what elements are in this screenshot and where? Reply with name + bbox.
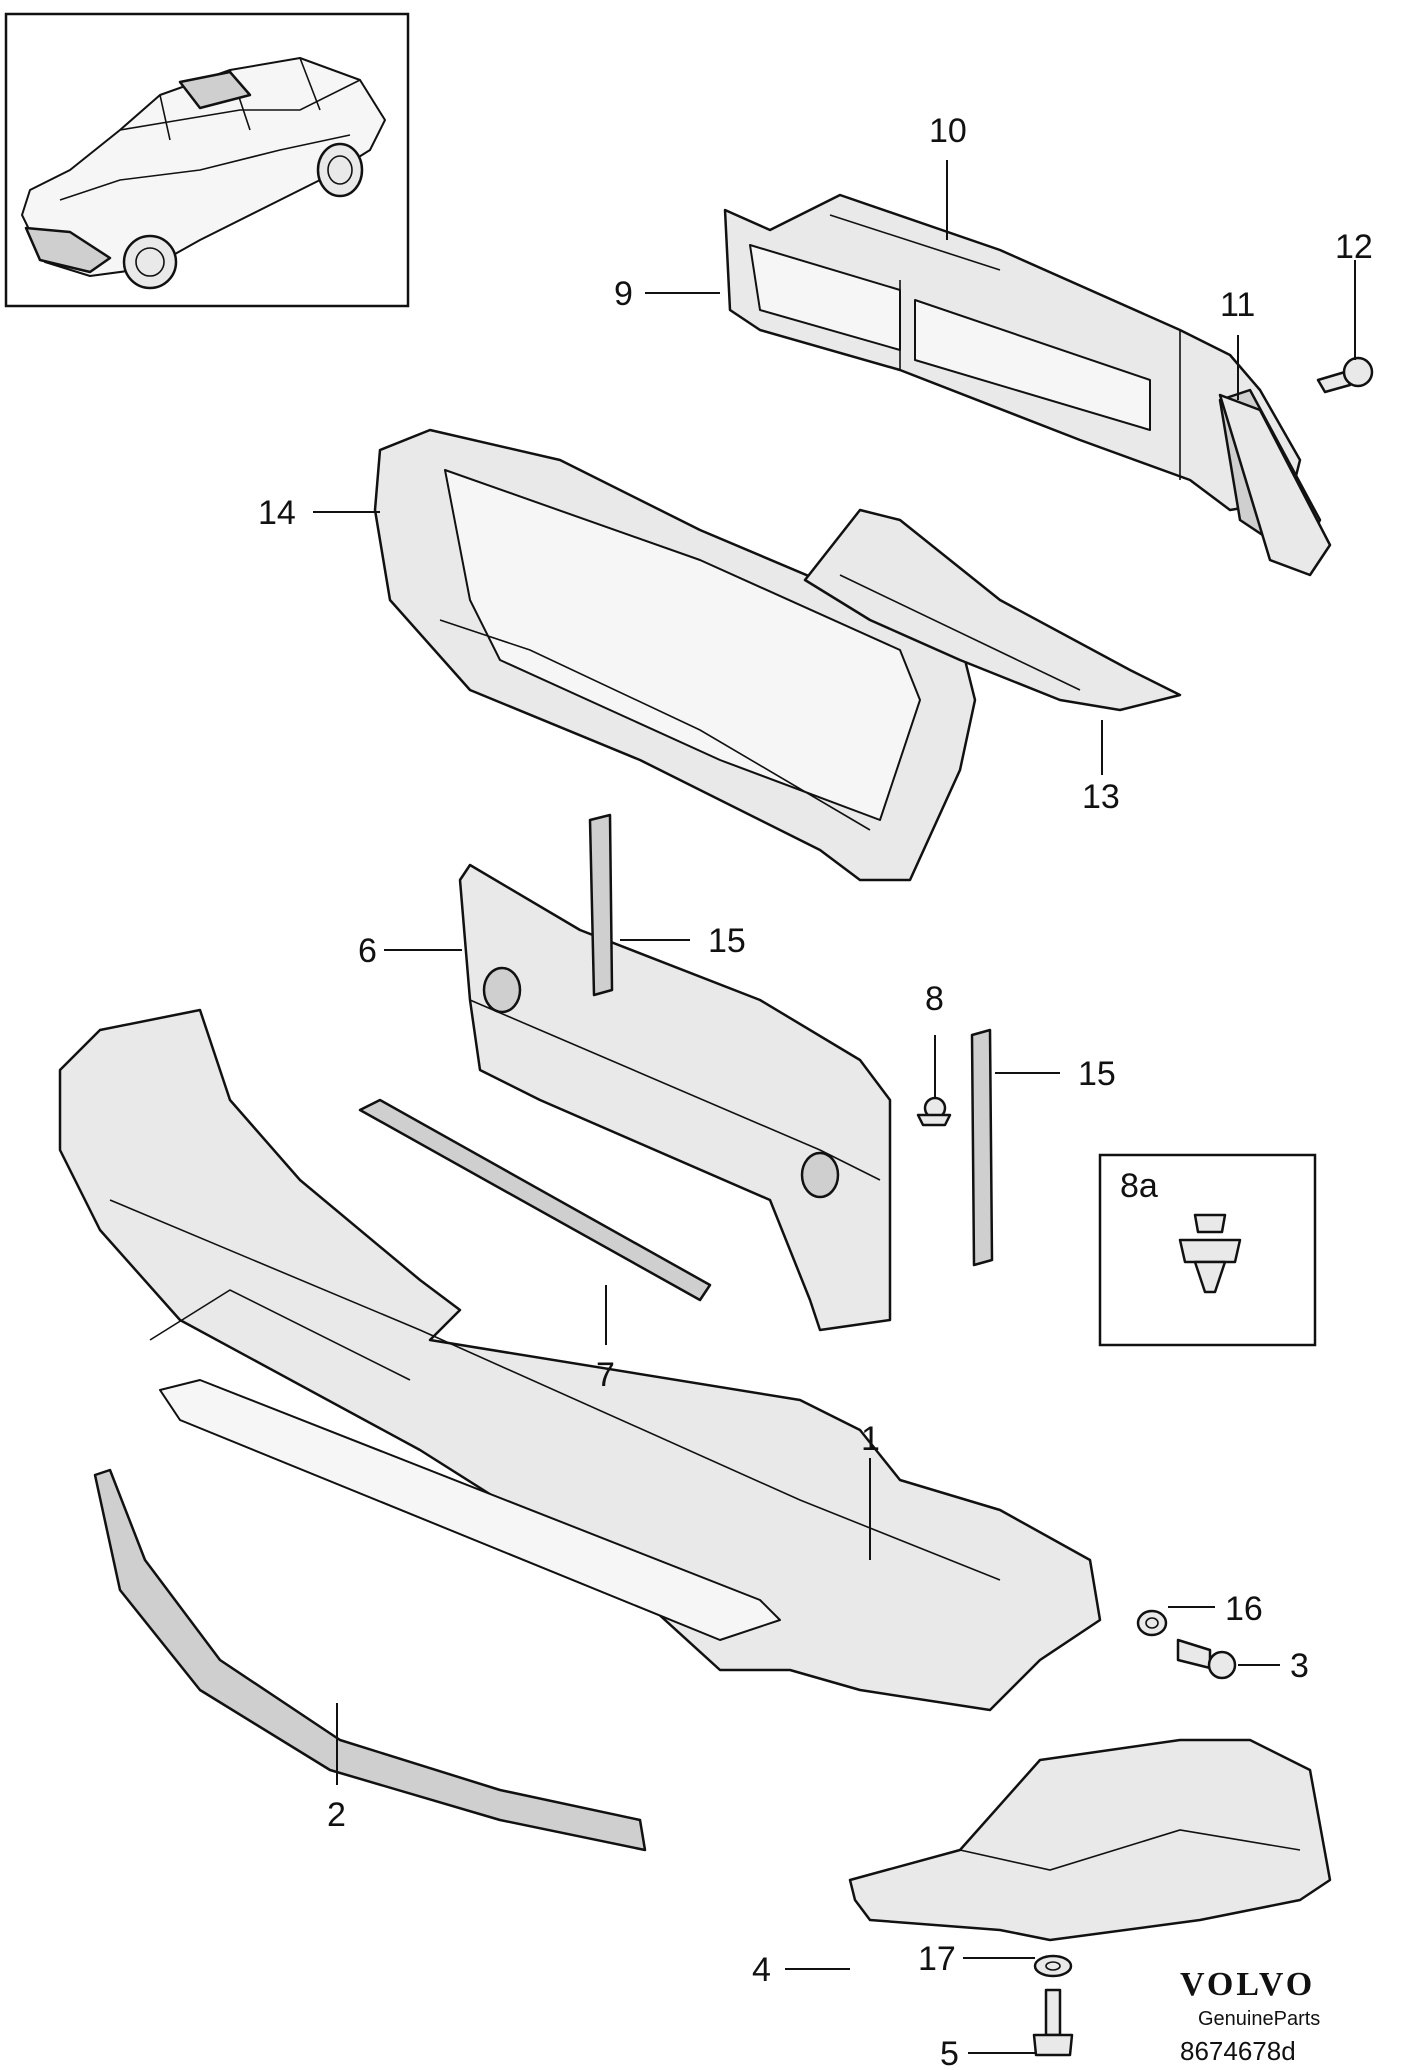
callout-16: 16 [1225, 1590, 1263, 1628]
branding: VOLVO GenuineParts 8674678d [1180, 1966, 1320, 2066]
callout-15a: 15 [708, 922, 746, 960]
callout-17: 17 [918, 1940, 956, 1978]
large-shroud [373, 428, 977, 882]
seal-strip-left [588, 813, 614, 997]
vehicle-thumbnail [4, 12, 410, 308]
center-panel [458, 863, 892, 1332]
washer-16 [1136, 1609, 1168, 1637]
callout-7: 7 [596, 1356, 615, 1394]
splash-shield [848, 1738, 1332, 1942]
screw-12 [1316, 356, 1374, 394]
callout-4: 4 [752, 1951, 771, 1989]
leader-lines [313, 160, 1356, 2054]
callout-11: 11 [1220, 286, 1255, 324]
callout-2: 2 [327, 1796, 346, 1834]
document-number: 8674678d [1180, 2036, 1296, 2066]
brand-logo-text: VOLVO [1180, 1966, 1315, 2003]
callout-13: 13 [1082, 778, 1120, 816]
callout-12: 12 [1335, 228, 1373, 266]
callout-8a: 8a [1120, 1167, 1158, 1205]
callout-6: 6 [358, 932, 377, 970]
callout-1: 1 [861, 1420, 880, 1458]
front-strip [93, 1468, 647, 1852]
callout-15b: 15 [1078, 1055, 1116, 1093]
washer-17 [1033, 1954, 1073, 1978]
bolt-3 [1176, 1638, 1237, 1680]
callout-labels: 9 10 11 12 14 13 6 15 8 15 8a 7 1 16 3 2… [258, 112, 1373, 2070]
lower-seal-bar [358, 1098, 712, 1302]
callout-3: 3 [1290, 1647, 1309, 1685]
lower-air-guide [58, 1008, 1102, 1712]
callout-8: 8 [925, 980, 944, 1018]
lower-deflector [803, 508, 1182, 712]
clip-8 [916, 1096, 952, 1127]
callout-5: 5 [940, 2035, 959, 2070]
callout-10: 10 [929, 112, 967, 150]
brand-subtitle: GenuineParts [1198, 2008, 1320, 2030]
upper-duct-assembly [723, 193, 1332, 577]
bolt-5 [1032, 1988, 1074, 2057]
callout-9: 9 [614, 275, 633, 313]
clip-8a-inset [1098, 1153, 1317, 1347]
callout-14: 14 [258, 494, 296, 532]
seal-strip-right [970, 1028, 994, 1267]
